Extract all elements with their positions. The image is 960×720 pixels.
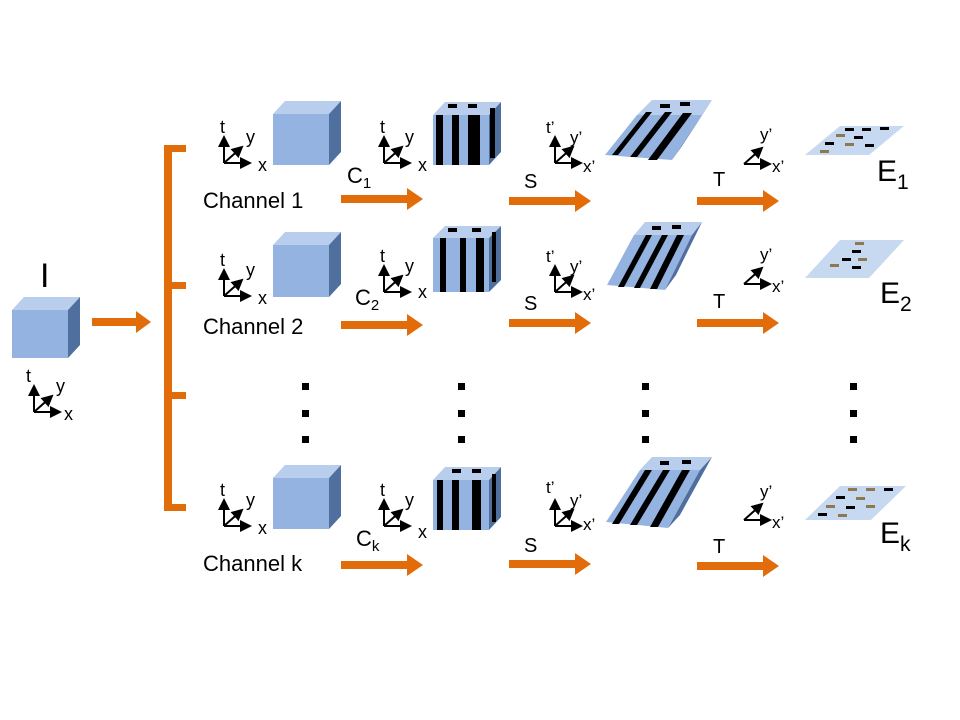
svg-text:x’: x’ <box>772 157 784 176</box>
striped-cube-2 <box>433 226 501 292</box>
sheared-block-k <box>606 457 712 528</box>
svg-text:y’: y’ <box>760 245 772 264</box>
output-label: E2 <box>880 277 912 316</box>
axes-conv-k: t y x <box>378 480 427 542</box>
sheared-block-1 <box>605 100 712 160</box>
event-plane-2 <box>805 240 904 278</box>
shift-label: S <box>524 535 537 557</box>
axes-event-2: y’ x’ <box>743 245 784 296</box>
svg-text:x’: x’ <box>583 515 595 534</box>
svg-text:y’: y’ <box>760 482 772 501</box>
channel-cube-k <box>273 465 341 529</box>
channel-row-k: t y x Channel k Ck t y x <box>203 457 911 577</box>
sheared-block-2 <box>607 222 702 290</box>
transform-arrow <box>697 312 779 334</box>
channel-name: Channel k <box>203 551 303 576</box>
transform-arrow <box>697 190 779 212</box>
shift-arrow <box>509 190 591 212</box>
svg-text:t: t <box>220 480 225 500</box>
input-label: I <box>40 257 49 295</box>
channel-cube-2 <box>273 232 341 297</box>
svg-text:x’: x’ <box>583 157 595 176</box>
svg-text:t: t <box>380 117 385 137</box>
svg-text:y: y <box>405 127 414 147</box>
axes-input-k: t y x <box>218 480 267 538</box>
axes-input-1: t y x <box>218 117 267 175</box>
svg-text:x: x <box>258 155 267 175</box>
input-arrow <box>92 311 151 333</box>
axes-input-2: t y x <box>218 250 267 308</box>
svg-text:t’: t’ <box>546 247 555 266</box>
svg-text:x: x <box>258 518 267 538</box>
svg-text:y: y <box>246 127 255 147</box>
axes-event-k: y’ x’ <box>743 482 784 532</box>
transform-label: T <box>713 536 725 558</box>
svg-text:t’: t’ <box>546 478 555 497</box>
svg-text:x’: x’ <box>583 285 595 304</box>
axis-y-label: y <box>56 376 65 396</box>
svg-text:y: y <box>246 490 255 510</box>
output-label: E1 <box>877 155 909 194</box>
input-cube <box>12 297 80 358</box>
transform-label: T <box>713 291 725 313</box>
conv-arrow <box>341 314 423 336</box>
axis-t-label: t <box>26 366 31 386</box>
conv-arrow <box>341 188 423 210</box>
channel-bracket <box>164 145 186 511</box>
svg-text:y: y <box>246 260 255 280</box>
svg-text:y’: y’ <box>760 125 772 144</box>
svg-text:y: y <box>405 256 414 276</box>
conv-arrow <box>341 554 423 576</box>
conv-label: C1 <box>347 163 371 192</box>
svg-text:y’: y’ <box>570 257 582 276</box>
svg-text:t: t <box>380 480 385 500</box>
striped-cube-k <box>433 467 501 530</box>
svg-text:x: x <box>418 522 427 542</box>
svg-text:x: x <box>418 155 427 175</box>
axes-shift-1: t’ y’ x’ <box>546 118 595 176</box>
svg-text:t: t <box>220 250 225 270</box>
striped-cube-1 <box>433 102 501 165</box>
channel-row-2: t y x Channel 2 C2 t y x <box>203 222 912 339</box>
svg-text:x: x <box>418 282 427 302</box>
conv-label: Ck <box>356 526 380 555</box>
channel-row-1: t y x Channel 1 C1 t y x <box>203 100 909 213</box>
channel-name: Channel 2 <box>203 314 303 339</box>
svg-text:y’: y’ <box>570 128 582 147</box>
svg-text:x: x <box>258 288 267 308</box>
axes-conv-1: t y x <box>378 117 427 175</box>
shift-label: S <box>524 293 537 315</box>
event-plane-k <box>805 486 906 520</box>
svg-text:y: y <box>405 490 414 510</box>
axes-event-1: y’ x’ <box>743 125 784 176</box>
ellipsis-row <box>302 383 857 443</box>
axes-shift-2: t’ y’ x’ <box>546 247 595 304</box>
channel-name: Channel 1 <box>203 188 303 213</box>
output-label: Ek <box>880 517 911 556</box>
axes-shift-k: t’ y’ x’ <box>546 478 595 534</box>
channel-cube-1 <box>273 101 341 165</box>
shift-label: S <box>524 171 537 193</box>
svg-text:x’: x’ <box>772 277 784 296</box>
shift-arrow <box>509 312 591 334</box>
shift-arrow <box>509 553 591 575</box>
axes-conv-2: t y x <box>378 246 427 302</box>
axis-x-label: x <box>64 404 73 424</box>
transform-arrow <box>697 555 779 577</box>
svg-text:x’: x’ <box>772 513 784 532</box>
input-axes: t y x <box>26 366 73 424</box>
conv-label: C2 <box>355 285 379 314</box>
event-plane-1 <box>805 126 904 155</box>
transform-label: T <box>713 169 725 191</box>
svg-text:t’: t’ <box>546 118 555 137</box>
svg-text:t: t <box>380 246 385 266</box>
svg-text:t: t <box>220 117 225 137</box>
svg-text:y’: y’ <box>570 491 582 510</box>
